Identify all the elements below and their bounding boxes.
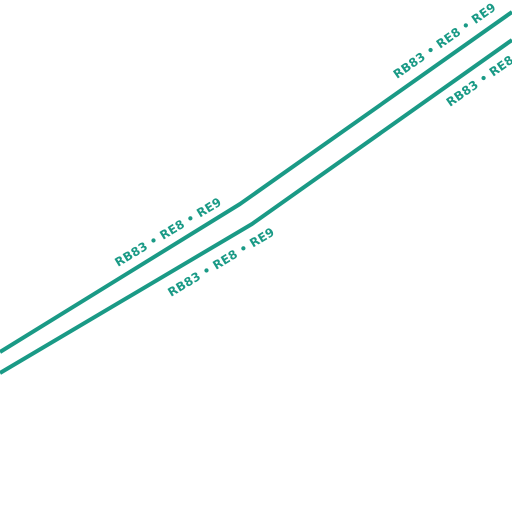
railway-track-southern[interactable] [0, 38, 512, 375]
railway-track-northern[interactable] [0, 10, 512, 354]
rail-line-northern[interactable] [0, 10, 512, 354]
rail-line-southern[interactable] [0, 38, 512, 375]
